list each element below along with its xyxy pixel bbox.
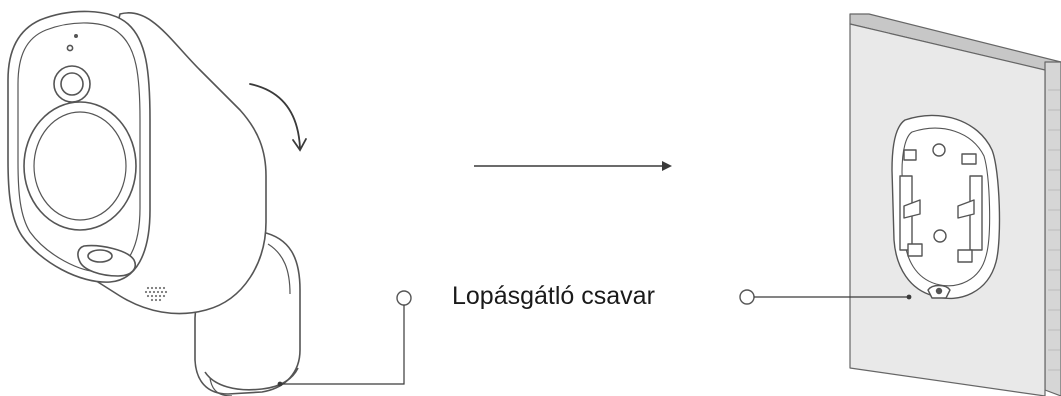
- camera-sensor: [23, 101, 137, 231]
- wall-side-edge: [1044, 61, 1061, 396]
- speaker-grille: [144, 286, 168, 302]
- camera-indicator-dot: [66, 44, 74, 52]
- callout-circle-icon: [396, 290, 412, 306]
- camera: [7, 10, 301, 396]
- camera-light-module: [77, 244, 136, 277]
- mount-hole-top: [932, 143, 946, 157]
- callout-circle-icon: [739, 289, 755, 305]
- camera-lens: [53, 65, 91, 103]
- camera-microphone-dot: [74, 33, 79, 38]
- mount-hole-bottom: [933, 229, 947, 243]
- wall-side-hatching: [1048, 89, 1060, 371]
- callout-left: [277, 290, 412, 387]
- wall-mount-bracket: [891, 114, 1001, 300]
- curved-arrow-icon: [249, 83, 307, 152]
- wall-top-edge: [849, 13, 1061, 75]
- arrow-right-icon: [474, 161, 672, 171]
- callout-right: [739, 289, 912, 305]
- anti-theft-screw-label: Lopásgátló csavar: [452, 282, 655, 310]
